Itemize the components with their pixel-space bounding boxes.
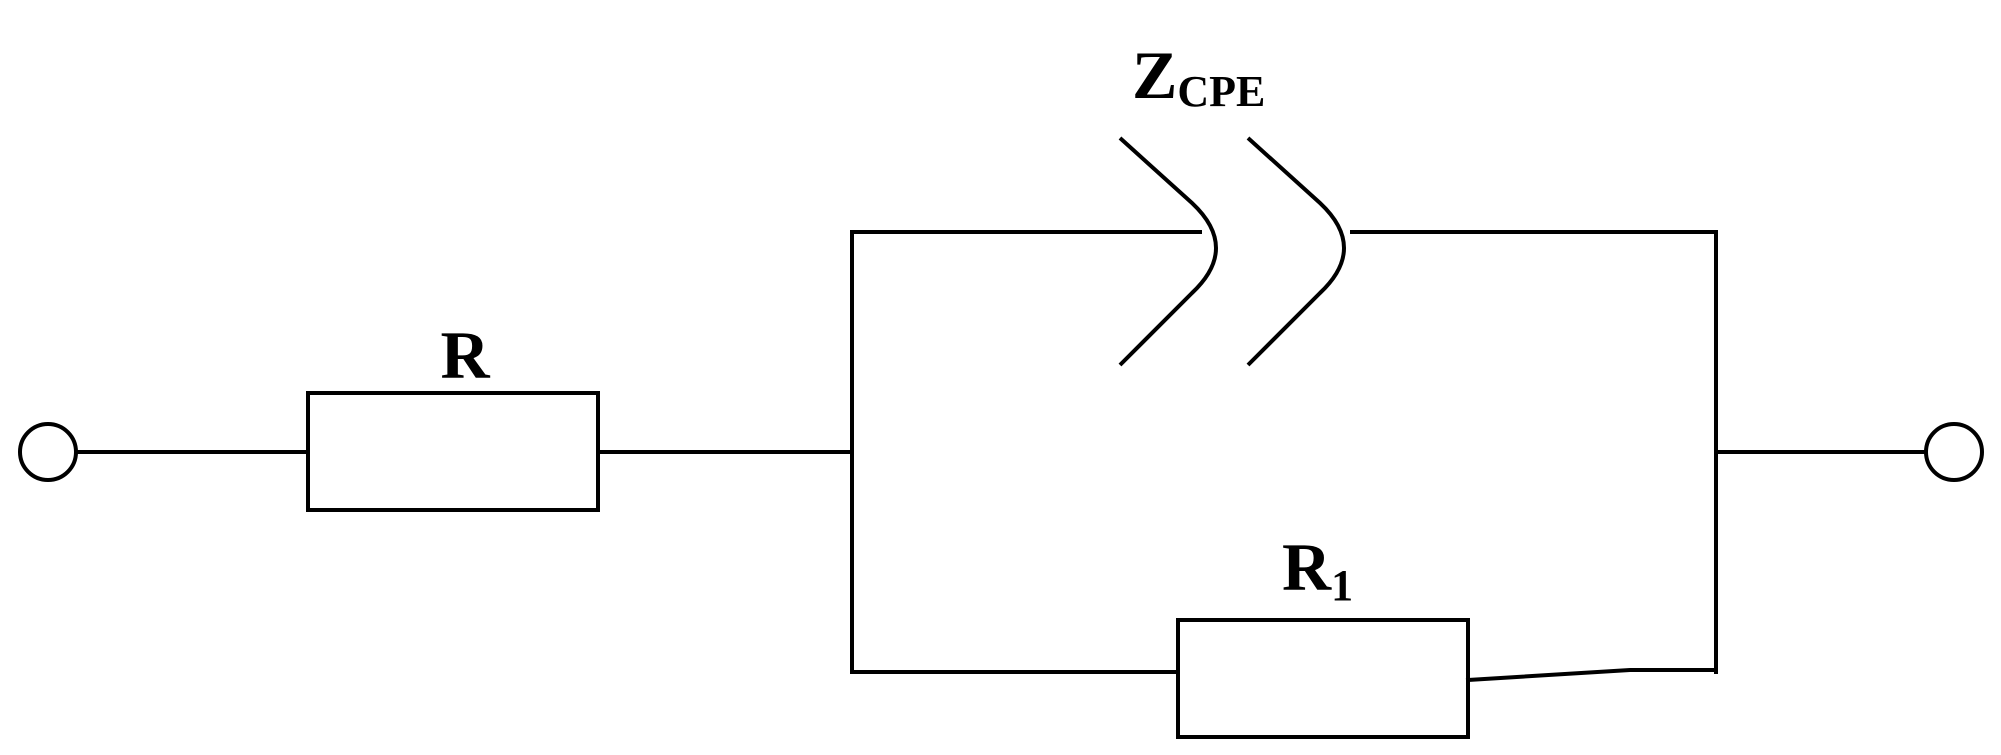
series-resistor-body (306, 391, 600, 512)
cpe-left-plate (1118, 136, 1218, 367)
r1-label-subscript: 1 (1331, 561, 1353, 610)
left-terminal (18, 422, 78, 482)
cpe-right-plate (1246, 136, 1346, 367)
cpe-label: ZCPE (1132, 37, 1265, 116)
cpe-label-main: Z (1132, 37, 1177, 113)
parallel-resistor-label: R1 (1282, 529, 1353, 610)
r1-label-main: R (1282, 529, 1332, 605)
r1-right-wire (1465, 668, 1718, 683)
parallel-resistor-body (1176, 618, 1470, 739)
series-resistor-label: R (440, 317, 490, 393)
cpe-label-subscript: CPE (1177, 67, 1265, 116)
right-terminal (1924, 422, 1984, 482)
